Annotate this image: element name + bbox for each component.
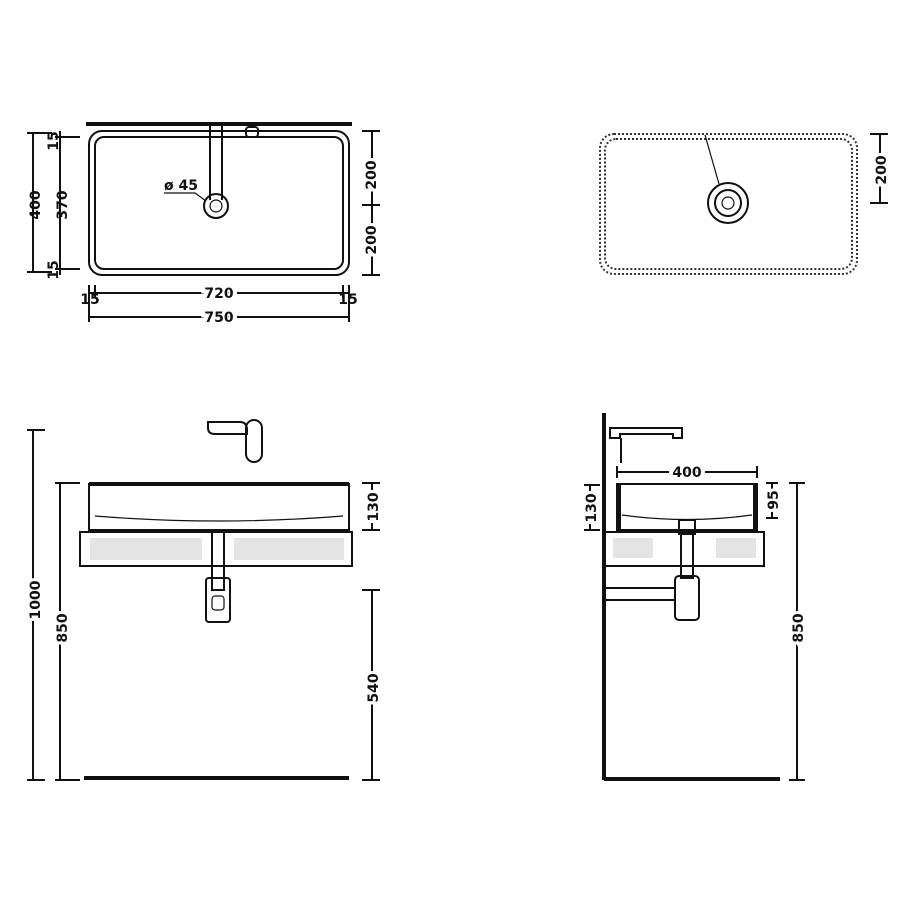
half-depth-top-label: 200: [364, 160, 380, 189]
basin-height-label: 130: [366, 492, 382, 521]
rim-right-label: 15: [338, 292, 357, 308]
drain-height-label: 540: [366, 673, 382, 702]
rim-left-label: 15: [80, 292, 99, 308]
trap-pipe: [211, 531, 225, 591]
drain-icon: [203, 193, 229, 219]
basin-outer-outline: [88, 130, 350, 276]
rim-bottom-label: 15: [46, 260, 62, 279]
plan-view: ø 45 400 370 15 15 200 200 720 15 15 750: [27, 122, 383, 330]
plan-view-dotted: 200: [599, 133, 893, 275]
tap-handle: [245, 126, 259, 138]
drain-offset-label: 200: [874, 155, 890, 184]
basin-height-label: 130: [584, 493, 600, 522]
shelf: [603, 531, 765, 567]
rim-height-label: 850: [55, 613, 71, 642]
drain-diameter-label: ø 45: [164, 178, 198, 194]
total-height-label: 1000: [28, 580, 44, 619]
spout: [209, 126, 223, 200]
faucet: [609, 427, 683, 439]
inner-width-label: 720: [204, 286, 233, 302]
rim-top-label: 15: [46, 131, 62, 150]
overall-width-label: 750: [204, 310, 233, 326]
half-depth-bottom-label: 200: [364, 225, 380, 254]
basin: [88, 483, 350, 531]
basin: [616, 483, 758, 531]
rim-height-label: 850: [791, 613, 807, 642]
depth-label: 400: [672, 465, 701, 481]
basin-inner-outline: [94, 136, 344, 270]
trap: [674, 575, 700, 621]
drain-icon: [707, 182, 749, 224]
front-view: 1000 850 130 540: [25, 419, 385, 781]
faucet: [207, 421, 248, 435]
bowl-depth-label: 95: [766, 490, 782, 509]
side-view: 400 130 95 850: [581, 413, 810, 781]
inner-depth-label: 370: [55, 190, 71, 219]
overall-depth-label: 400: [28, 190, 44, 219]
